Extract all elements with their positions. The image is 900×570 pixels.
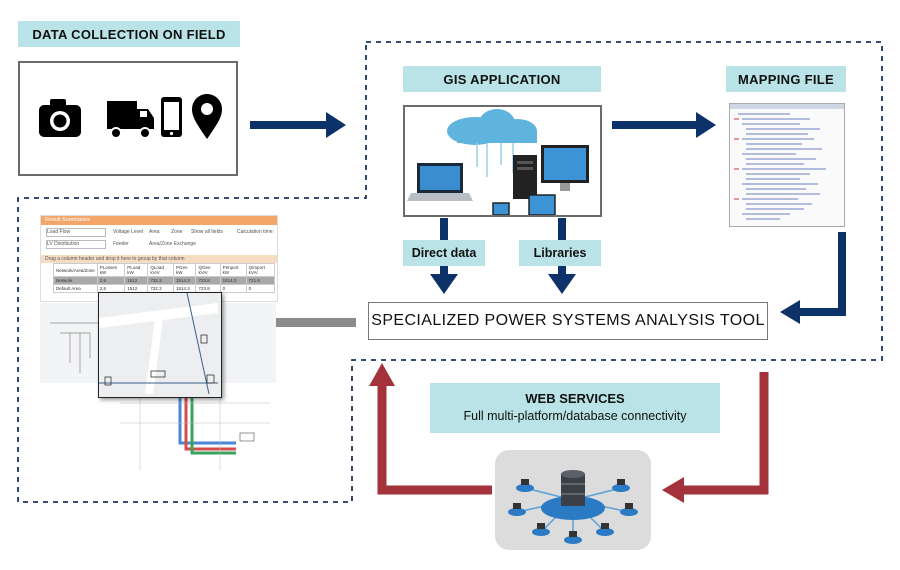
- map-pin-icon: [192, 94, 222, 139]
- smartphone-icon: [161, 97, 182, 137]
- data-collection-label: DATA COLLECTION ON FIELD: [18, 21, 240, 47]
- table-cell: 732.3: [147, 276, 175, 285]
- street-map: [98, 292, 219, 395]
- arrow-webservices-to-tool: [369, 363, 492, 495]
- table-cell: 1514.3: [173, 276, 197, 285]
- table-header-cell[interactable]: QLoad kVAr: [147, 263, 175, 277]
- group-hint-bar: Drag a column header and drop it here to…: [41, 255, 277, 263]
- zoomed-map-inset: [98, 292, 222, 398]
- arrow-tool-to-webservices: [662, 372, 769, 503]
- radio-area[interactable]: Area: [149, 229, 160, 235]
- field-icons-box: [18, 61, 238, 176]
- results-title-bar: Result Summaries: [41, 216, 277, 225]
- truck-icon: [107, 101, 154, 139]
- results-table: Network/Area/Zone PLosses kW PLoad kW QL…: [53, 263, 276, 293]
- table-cell: Default Area: [53, 284, 98, 293]
- gis-image-box: [403, 105, 602, 217]
- client-device-icons: [508, 484, 638, 544]
- server-tower-icon: [513, 155, 537, 199]
- field-icons: [39, 94, 222, 139]
- radio-voltage-level[interactable]: Voltage Level: [113, 229, 144, 235]
- direct-data-label: Direct data: [403, 240, 485, 266]
- results-window: Result Summaries Load Flow LV Distributi…: [40, 215, 278, 302]
- table-header-cell[interactable]: PLosses kW: [96, 263, 126, 277]
- table-cell: 723.8: [195, 276, 221, 285]
- network-dropdown[interactable]: LV Distribution: [46, 240, 106, 249]
- gis-illustration: [407, 109, 589, 216]
- table-header-cell[interactable]: PGen kW: [173, 263, 197, 277]
- analysis-type-dropdown[interactable]: Load Flow: [46, 228, 106, 237]
- radio-feeder[interactable]: Feeder: [113, 241, 129, 247]
- table-cell: 1514.3: [219, 276, 247, 285]
- xml-lines: [730, 104, 844, 220]
- table-cell: 2,5: [96, 276, 126, 285]
- table-cell: 0: [219, 284, 247, 293]
- web-services-box: WEB SERVICES Full multi-platform/databas…: [430, 383, 720, 433]
- software-screenshot: Result Summaries Load Flow LV Distributi…: [40, 215, 280, 490]
- table-cell: 721.8: [245, 276, 276, 285]
- arrow-mapping-to-tool: [780, 232, 846, 324]
- camera-icon: [39, 99, 81, 137]
- radio-area-zone-exchange[interactable]: Area/Zone Exchange: [149, 241, 196, 247]
- table-cell: Network: [53, 276, 98, 285]
- calculation-time-label: Calculation time:: [237, 229, 274, 235]
- laptop-icon: [407, 163, 473, 201]
- table-header-cell[interactable]: PImport kW: [219, 263, 247, 277]
- cloud-icon: [447, 109, 537, 145]
- mapping-file-thumbnail: [729, 103, 845, 227]
- web-services-subtitle: Full multi-platform/database connectivit…: [463, 409, 687, 423]
- table-header-cell[interactable]: QGen kVAr: [195, 263, 221, 277]
- database-icon: [541, 470, 605, 520]
- gis-application-label: GIS APPLICATION: [403, 66, 601, 92]
- database-network-box: [495, 450, 651, 550]
- web-services-title: WEB SERVICES: [525, 391, 625, 406]
- table-cell: 0: [245, 284, 276, 293]
- table-header-cell[interactable]: PLoad kW: [124, 263, 149, 277]
- database-network-illustration: [508, 470, 638, 544]
- table-cell: 1512: [124, 276, 149, 285]
- arrow-gis-to-mapping: [612, 112, 716, 138]
- table-header-row: Network/Area/Zone PLosses kW PLoad kW QL…: [53, 263, 276, 277]
- monitor-icon: [541, 145, 589, 191]
- radio-zone[interactable]: Zone: [171, 229, 183, 235]
- libraries-label: Libraries: [519, 240, 601, 266]
- table-header-cell[interactable]: Network/Area/Zone: [53, 263, 98, 277]
- arrow-field-to-gis: [250, 112, 346, 138]
- show-all-checkbox[interactable]: Show all fields: [191, 229, 223, 235]
- analysis-tool-box: SPECIALIZED POWER SYSTEMS ANALYSIS TOOL: [368, 302, 768, 340]
- mapping-file-label: MAPPING FILE: [726, 66, 846, 92]
- table-row[interactable]: Network 2,5 1512 732.3 1514.3 723.8 1514…: [53, 276, 276, 285]
- table-header-cell[interactable]: QImport kVAr: [245, 263, 276, 277]
